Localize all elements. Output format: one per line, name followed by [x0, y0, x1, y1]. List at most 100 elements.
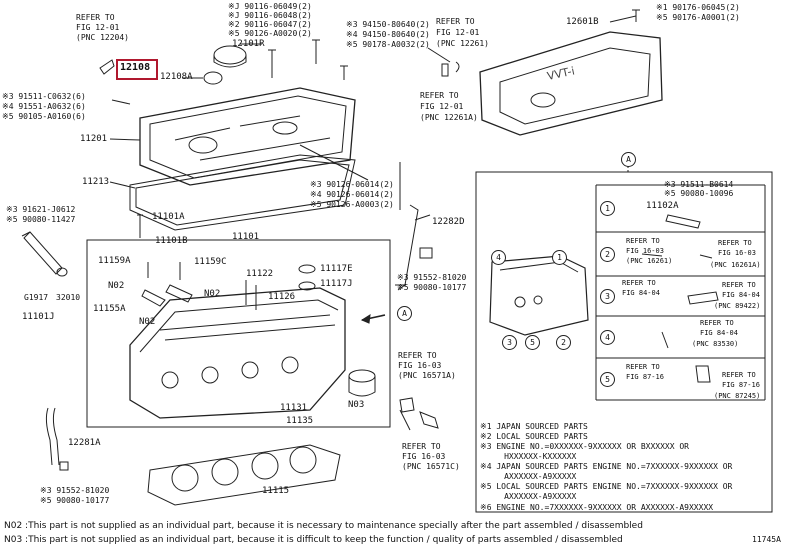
detail-row3R-2[interactable]: (PNC 89422): [714, 302, 761, 310]
ref-5-line1[interactable]: REFER TO: [402, 442, 441, 451]
part-11101B[interactable]: 11101B: [155, 236, 188, 246]
part-11101[interactable]: 11101: [232, 232, 260, 242]
detail-row5L-1[interactable]: FIG 87-16: [626, 373, 664, 381]
svg-text:VVT-i: VVT-i: [546, 64, 576, 82]
note-2: ※3 ENGINE NO.=0XXXXXX-9XXXXXX OR BXXXXXX…: [480, 442, 689, 451]
part-11201[interactable]: 11201: [80, 134, 108, 144]
note-3: HXXXXXX-KXXXXXX: [480, 452, 577, 461]
detail-row5R-2[interactable]: (PNC 87245): [714, 392, 761, 400]
note-6: ※5 LOCAL SOURCED PARTS ENGINE NO.=7XXXXX…: [480, 482, 733, 491]
detail-row4-0[interactable]: REFER TO: [700, 319, 734, 327]
note-0: ※1 JAPAN SOURCED PARTS: [480, 422, 588, 431]
timing-chain-guide: [397, 204, 419, 291]
detail-row2R-2[interactable]: (PNC 16261A): [710, 261, 761, 269]
part-11117E[interactable]: 11117E: [320, 264, 353, 274]
top-a-1: ※J 90116-06048(2): [228, 11, 312, 20]
callout-A-1[interactable]: A: [397, 306, 412, 321]
detail-row2R-0[interactable]: REFER TO: [718, 239, 752, 247]
detail-row3L-1[interactable]: FIG 84-04: [622, 289, 660, 297]
left-mid-1: ※5 90080-11427: [6, 215, 76, 224]
detail-row2L-1[interactable]: FIG 16-03: [626, 247, 664, 255]
ref-1-line2[interactable]: FIG 12-01: [76, 23, 120, 32]
top-b-2: ※5 90178-A0032(2): [346, 40, 430, 49]
engine-callout-5: 5: [525, 335, 540, 350]
part-11102A[interactable]: 11102A: [646, 201, 679, 211]
part-11122[interactable]: 11122: [246, 269, 274, 279]
part-N03[interactable]: N03: [348, 400, 365, 410]
part-G1917[interactable]: G1917: [24, 293, 49, 302]
part-11117J[interactable]: 11117J: [320, 279, 353, 289]
ref-4-line3[interactable]: (PNC 16571A): [398, 371, 456, 380]
water-bypass-pipe: [45, 407, 53, 466]
top-r-1: ※5 90176-A0001(2): [656, 13, 740, 22]
top-b-0: ※3 94150-80640(2): [346, 20, 430, 29]
engine-callout-4: 4: [491, 250, 506, 265]
detail-row4-2[interactable]: (PNC 83530): [692, 340, 739, 348]
ref-3-line1[interactable]: REFER TO: [420, 91, 459, 100]
highlighted-part-12108[interactable]: [116, 59, 158, 80]
detail-row2L-2[interactable]: (PNC 16261): [626, 257, 673, 265]
part-N02-c[interactable]: N02: [139, 317, 156, 327]
part-11155A[interactable]: 11155A: [93, 304, 126, 314]
footnote-N02: N02 :This part is not supplied as an ind…: [4, 521, 643, 531]
detail-row2R-1[interactable]: FIG 16-03: [718, 249, 756, 257]
engine-cover: [479, 31, 663, 136]
ref-4-line1[interactable]: REFER TO: [398, 351, 437, 360]
ref-5-line2[interactable]: FIG 16-03: [402, 452, 446, 461]
ref-4-line2[interactable]: FIG 16-03: [398, 361, 442, 370]
part-11213[interactable]: 11213: [82, 177, 110, 187]
detail-box: [475, 171, 773, 513]
part-11159A[interactable]: 11159A: [98, 256, 131, 266]
left-top-1: ※4 91551-A0632(6): [2, 102, 86, 111]
part-11101A[interactable]: 11101A: [152, 212, 185, 222]
part-N02-a[interactable]: N02: [108, 281, 125, 291]
callout-A-2[interactable]: A: [621, 152, 636, 167]
engine-callout-1: 1: [552, 250, 567, 265]
note-8: ※6 ENGINE NO.=7XXXXXX-9XXXXXX OR AXXXXXX…: [480, 503, 714, 512]
note-5: AXXXXXX-A9XXXXX: [480, 472, 577, 481]
part-11115[interactable]: 11115: [262, 486, 290, 496]
ref-1-line1[interactable]: REFER TO: [76, 13, 115, 22]
part-11101J[interactable]: 11101J: [22, 312, 55, 322]
ref-3-line3[interactable]: (PNC 12261A): [420, 113, 478, 122]
part-N02-b[interactable]: N02: [204, 289, 221, 299]
ref-3-line2[interactable]: FIG 12-01: [420, 102, 464, 111]
mid-bolt-0: ※3 91552-81020: [397, 273, 467, 282]
engine-callout-2: 2: [556, 335, 571, 350]
part-32010[interactable]: 32010: [56, 293, 81, 302]
top-a-0: ※J 90116-06049(2): [228, 2, 312, 11]
cylinder-head: [129, 287, 346, 419]
part-12601B[interactable]: 12601B: [566, 17, 599, 27]
part-11131[interactable]: 11131: [280, 403, 308, 413]
ref-2-line3[interactable]: (PNC 12261): [436, 39, 489, 48]
part-12282D[interactable]: 12282D: [432, 217, 465, 227]
top-b-1: ※4 94150-80640(2): [346, 30, 430, 39]
detail-row5R-1[interactable]: FIG 87-16: [722, 381, 760, 389]
row-num-5: 5: [600, 372, 615, 387]
part-12101R[interactable]: 12101R: [232, 39, 265, 49]
mid-bolt-1: ※5 90080-10177: [397, 283, 467, 292]
cylinder-head-frame: [86, 239, 391, 428]
part-12281A[interactable]: 12281A: [68, 438, 101, 448]
detail-row2L-0[interactable]: REFER TO: [626, 237, 660, 245]
detail-row5R-0[interactable]: REFER TO: [722, 371, 756, 379]
ref-2-line1[interactable]: REFER TO: [436, 17, 475, 26]
part-11159C[interactable]: 11159C: [194, 257, 227, 267]
top-r-0: ※1 90176-06045(2): [656, 3, 740, 12]
part-12108A[interactable]: 12108A: [160, 72, 193, 82]
ref-5-line3[interactable]: (PNC 16571C): [402, 462, 460, 471]
detail-row3R-0[interactable]: REFER TO: [722, 281, 756, 289]
ref-2-line2[interactable]: FIG 12-01: [436, 28, 480, 37]
bot-bolt-1: ※5 90080-10177: [40, 496, 110, 505]
detail-row3L-0[interactable]: REFER TO: [622, 279, 656, 287]
detail-row3R-1[interactable]: FIG 84-04: [722, 291, 760, 299]
cylinder-head-cover: [139, 87, 356, 186]
row-num-1: 1: [600, 201, 615, 216]
detail-row5L-0[interactable]: REFER TO: [626, 363, 660, 371]
detail-row4-1[interactable]: FIG 84-04: [700, 329, 738, 337]
part-11126[interactable]: 11126: [268, 292, 296, 302]
part-12108[interactable]: 12108: [120, 62, 151, 73]
figure-number: 11745A: [752, 535, 781, 544]
ref-1-line3[interactable]: (PNC 12204): [76, 33, 129, 42]
part-11135[interactable]: 11135: [286, 416, 314, 426]
